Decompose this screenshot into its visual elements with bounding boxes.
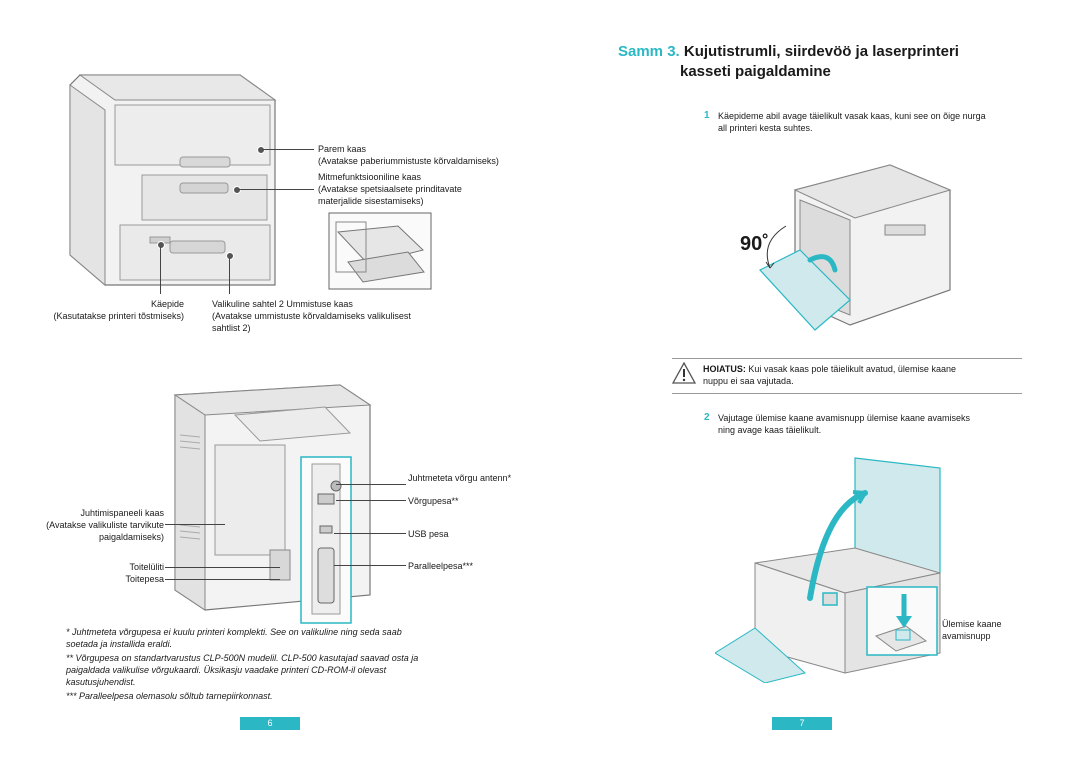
callout-dot-kaepide [157,241,165,249]
callout-dot-sahtel [226,252,234,260]
warning-bold: HOIATUS: [703,364,746,374]
callout-line-juhtpaneel [165,524,225,525]
footnote-2c: kasutusjuhendist. [66,677,136,687]
printer-front-illustration [69,74,277,287]
warning-line2: nuppu ei saa vajutada. [703,376,794,386]
callout-line-parem-kaas [263,149,314,150]
angle-label: 90˚ [740,233,769,255]
label-antenn: Juhtmeteta võrgu antenn* [408,473,512,483]
step1-line1: Käepideme abil avage täielikult vasak ka… [718,111,986,121]
label-toitepesa: Toitepesa [125,574,164,584]
step2-line1: Vajutage ülemise kaane avamisnupp ülemis… [718,413,970,423]
label-juhtpaneel-desc1: (Avatakse valikuliste tarvikute [46,520,164,530]
callout-line-toitelyliti [165,567,280,568]
warning-top-rule [672,358,1022,359]
step2-line2: ning avage kaas täielikult. [718,425,822,435]
warning-icon [672,362,696,384]
label-kaepide-desc: (Kasutatakse printeri tõstmiseks) [53,311,184,321]
page-number-right: 7 [772,717,832,730]
inset-multipurpose-tray [328,212,432,290]
section-title: Samm 3. Kujutistrumli, siirdevöö ja lase… [618,42,959,62]
label-sahtel: Valikuline sahtel 2 Ummistuse kaas [212,299,353,309]
warning-text-line1: HOIATUS: Kui vasak kaas pole täielikult … [703,363,956,375]
callout-line-antenn [336,484,406,485]
callout-line-mitme-kaas [239,189,314,190]
label-parem-kaas-desc: (Avatakse paberiummistuste kõrvaldamisek… [318,156,499,166]
footnote-2b: paigaldada valikulise võrgukaardi. Üksik… [66,665,387,675]
footnote-3: *** Paralleelpesa olemasolu sõltub tarne… [66,691,273,701]
label-button-2: avamisnupp [942,631,991,641]
label-button-1: Ülemise kaane [942,619,1002,629]
title-line1: Kujutistrumli, siirdevöö ja laserprinter… [683,43,959,60]
label-paralleel: Paralleelpesa*** [408,561,474,571]
title-samm: Samm 3. [618,43,680,60]
label-vorgupesa: Võrgupesa** [408,496,459,506]
label-mitme-kaas-desc1: (Avatakse spetsiaalsete prinditavate [318,184,462,194]
footnote-2a: ** Võrgupesa on standartvarustus CLP-500… [66,653,419,663]
title-line2: kasseti paigaldamine [680,63,831,80]
step2-number: 2 [704,412,710,423]
port-panel-inset [300,456,352,624]
label-juhtpaneel-desc2: paigaldamiseks) [98,532,164,542]
label-mitme-kaas-desc2: materjalide sisestamiseks) [318,196,424,206]
footnote-1a: * Juhtmeteta võrgupesa ei kuulu printeri… [66,627,402,637]
callout-line-usb [334,533,406,534]
callout-dot-mitme-kaas [233,186,241,194]
callout-line-paralleel [334,565,406,566]
callout-line-kaepide [160,247,161,294]
angle-arc-icon [765,225,787,269]
step1-line2: all printeri kesta suhtes. [718,123,813,133]
label-toitelyliti: Toitelüliti [129,562,164,572]
label-parem-kaas: Parem kaas [318,144,367,154]
label-sahtel-desc1: (Avatakse ummistuste kõrvaldamiseks vali… [212,311,411,321]
callout-line-toitepesa [165,579,280,580]
page-number-left: 6 [240,717,300,730]
warning-line1: Kui vasak kaas pole täielikult avatud, ü… [745,364,956,374]
button-closeup-inset [866,586,938,656]
label-mitme-kaas: Mitmefunktsiooniline kaas [318,172,422,182]
label-juhtpaneel: Juhtimispaneeli kaas [80,508,164,518]
step1-number: 1 [704,110,710,121]
printer-open-top-cover-illustration [715,457,941,683]
callout-line-sahtel [229,258,230,294]
label-sahtel-desc2: sahtlist 2) [212,323,251,333]
callout-dot-parem-kaas [257,146,265,154]
footnote-1b: soetada ja installida eraldi. [66,639,173,649]
warning-bottom-rule [672,393,1022,394]
callout-line-vorgupesa [336,500,406,501]
printer-open-left-cover-illustration [759,164,952,331]
label-kaepide: Käepide [150,299,184,309]
label-usb: USB pesa [408,529,449,539]
